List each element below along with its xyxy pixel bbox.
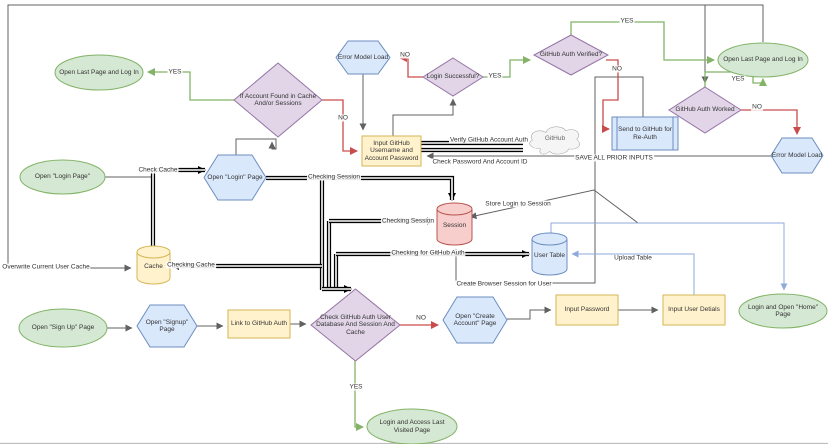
node-github-auth-worked[interactable] bbox=[668, 86, 742, 134]
edge-loginhex-to-ifaccount bbox=[235, 138, 277, 155]
node-session[interactable] bbox=[436, 202, 473, 246]
edges-gray bbox=[0, 4, 828, 444]
edge-worked-no bbox=[741, 109, 801, 135]
node-error-model-top[interactable] bbox=[335, 40, 391, 75]
node-github-cloud[interactable] bbox=[529, 126, 580, 155]
node-open-signup-ellipse[interactable] bbox=[18, 308, 108, 348]
node-login-access-last[interactable] bbox=[366, 408, 458, 444]
edge-checkdb-yes bbox=[354, 361, 364, 431]
node-send-reauth[interactable] bbox=[611, 116, 679, 151]
node-cache[interactable] bbox=[136, 245, 171, 285]
edge-ifaccount-yes bbox=[147, 68, 234, 101]
node-if-account-found[interactable] bbox=[233, 62, 323, 138]
node-open-login-page[interactable] bbox=[19, 159, 106, 195]
edge-verified-yes bbox=[570, 21, 715, 64]
node-user-table[interactable] bbox=[531, 232, 568, 276]
node-open-create-account[interactable] bbox=[442, 296, 508, 344]
edge-cache-check bbox=[150, 166, 206, 246]
node-check-github-db[interactable] bbox=[310, 288, 401, 362]
node-input-password[interactable] bbox=[555, 294, 619, 326]
edge-loginsuccess-no bbox=[399, 54, 423, 78]
node-open-signup-hex[interactable] bbox=[136, 304, 198, 348]
node-open-login-hex[interactable] bbox=[203, 154, 267, 201]
edges-red bbox=[322, 54, 801, 329]
node-input-user-details[interactable] bbox=[662, 294, 726, 326]
node-github-auth-verified[interactable] bbox=[532, 34, 610, 76]
edge-loginhex-session-check bbox=[266, 175, 456, 201]
edges-blue bbox=[550, 222, 788, 295]
node-input-github[interactable] bbox=[361, 135, 422, 167]
edge-verified-no bbox=[602, 59, 619, 133]
edge-create-to-password bbox=[507, 306, 552, 320]
edge-reauth-to-session bbox=[452, 76, 644, 284]
node-login-successful[interactable] bbox=[422, 57, 484, 97]
edge-loginsuccess-yes bbox=[483, 56, 531, 78]
node-link-github[interactable] bbox=[227, 309, 291, 339]
node-error-model-right[interactable] bbox=[770, 137, 824, 174]
node-open-last-left[interactable] bbox=[54, 54, 144, 91]
node-login-home[interactable] bbox=[738, 293, 828, 329]
edge-worked-yes bbox=[704, 71, 767, 87]
edge-store-login-session bbox=[469, 189, 639, 224]
node-shapes bbox=[18, 34, 828, 444]
node-open-last-right[interactable] bbox=[717, 42, 809, 78]
edge-details-to-usertable bbox=[571, 250, 695, 295]
edge-input-to-loginsuccess bbox=[392, 98, 457, 136]
edge-usertable-to-home bbox=[550, 222, 788, 291]
edge-ifaccount-no bbox=[322, 99, 358, 155]
